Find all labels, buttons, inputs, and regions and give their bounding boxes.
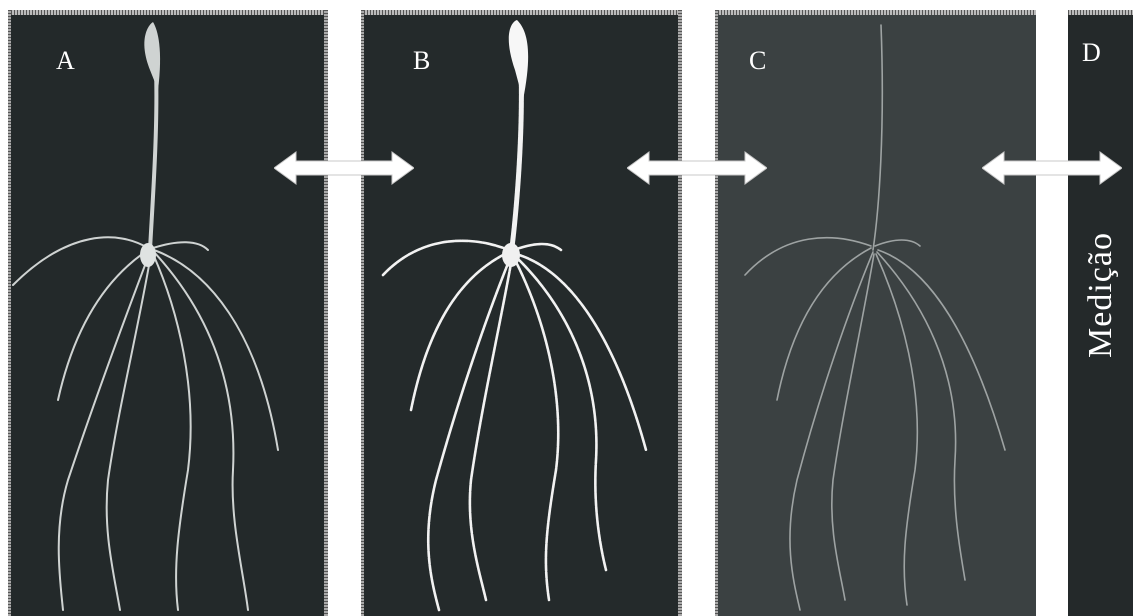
- measurement-label-container: Medição: [1068, 200, 1133, 390]
- panel-label-d: D: [1082, 38, 1101, 68]
- panel-d-top-border: [1068, 10, 1133, 15]
- seedling-root-image-b: [361, 10, 682, 616]
- panel-label-b: B: [413, 46, 430, 76]
- double-headed-arrow-icon: [274, 150, 414, 186]
- panel-label-c: C: [749, 46, 766, 76]
- double-headed-arrow-icon: [627, 150, 767, 186]
- double-headed-arrow-icon: [982, 150, 1122, 186]
- panel-b-enhanced-image: B: [361, 10, 682, 616]
- panel-c-skeleton-image: C: [715, 10, 1036, 616]
- panel-label-a: A: [56, 46, 75, 76]
- panel-a-original-image: A: [8, 10, 328, 616]
- measurement-label: Medição: [1082, 232, 1120, 358]
- seedling-root-image-c: [715, 10, 1036, 616]
- seedling-root-image-a: [8, 10, 328, 616]
